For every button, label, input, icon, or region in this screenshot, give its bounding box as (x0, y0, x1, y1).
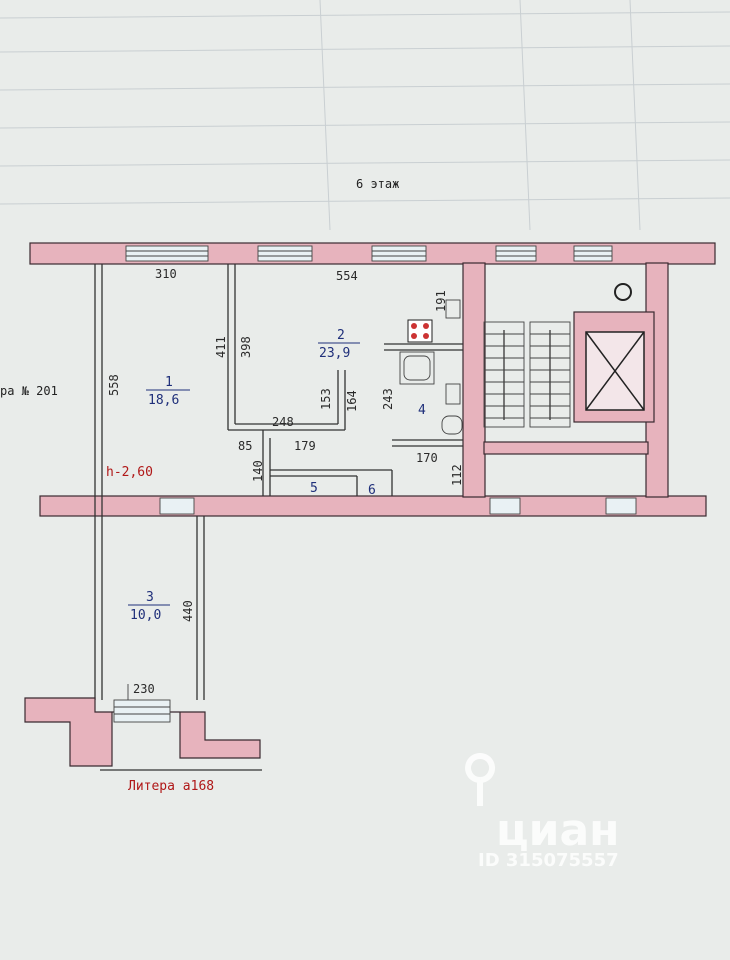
background-table (0, 0, 730, 231)
room-3-area: 10,0 (130, 608, 161, 623)
dim-179: 179 (294, 439, 316, 453)
room-5-number: 5 (310, 481, 318, 496)
dim-310: 310 (155, 267, 177, 281)
stove-icon (407, 319, 433, 343)
dim-112: 112 (450, 464, 464, 486)
dim-164: 164 (345, 390, 359, 412)
litera-label: Литера а168 (128, 779, 214, 794)
watermark: циан ID 315075557 (465, 753, 620, 871)
dim-170: 170 (416, 451, 438, 465)
elevator-icon (585, 331, 645, 411)
watermark-brand: циан (496, 805, 620, 856)
wall-middle (39, 495, 707, 517)
dim-153: 153 (319, 388, 333, 410)
dim-558: 558 (107, 374, 121, 396)
partitions (227, 264, 463, 496)
room-1-area: 18,6 (148, 393, 179, 408)
neighbor-label: ра № 201 (0, 384, 58, 398)
dim-554: 554 (336, 269, 358, 283)
bottom-stairs-icon (113, 684, 171, 723)
wall-core-left (462, 262, 486, 498)
bathroom-fixtures (399, 299, 463, 435)
room-6-number: 6 (368, 483, 376, 498)
ceiling-height-label: h-2,60 (106, 465, 153, 480)
watermark-id: ID 315075557 (478, 850, 619, 871)
dim-440: 440 (181, 600, 195, 622)
dim-85: 85 (238, 439, 252, 453)
map-pin-icon (465, 753, 496, 806)
staircase-icon (483, 321, 571, 428)
dim-191: 191 (434, 290, 448, 312)
dim-230: 230 (133, 682, 155, 696)
room-3-number: 3 (146, 590, 154, 605)
floor-label: 6 этаж (356, 177, 399, 191)
chimney-icon (614, 283, 632, 301)
windows-top (125, 245, 613, 262)
room-4-number: 4 (418, 403, 426, 418)
dim-248: 248 (272, 415, 294, 429)
wall-left (94, 264, 205, 700)
room-2-number: 2 (337, 328, 345, 343)
room-2-area: 23,9 (319, 346, 350, 361)
dim-411: 411 (214, 336, 228, 358)
dim-243: 243 (381, 388, 395, 410)
dim-398: 398 (239, 336, 253, 358)
dim-140: 140 (251, 460, 265, 482)
room-1-number: 1 (165, 375, 173, 390)
